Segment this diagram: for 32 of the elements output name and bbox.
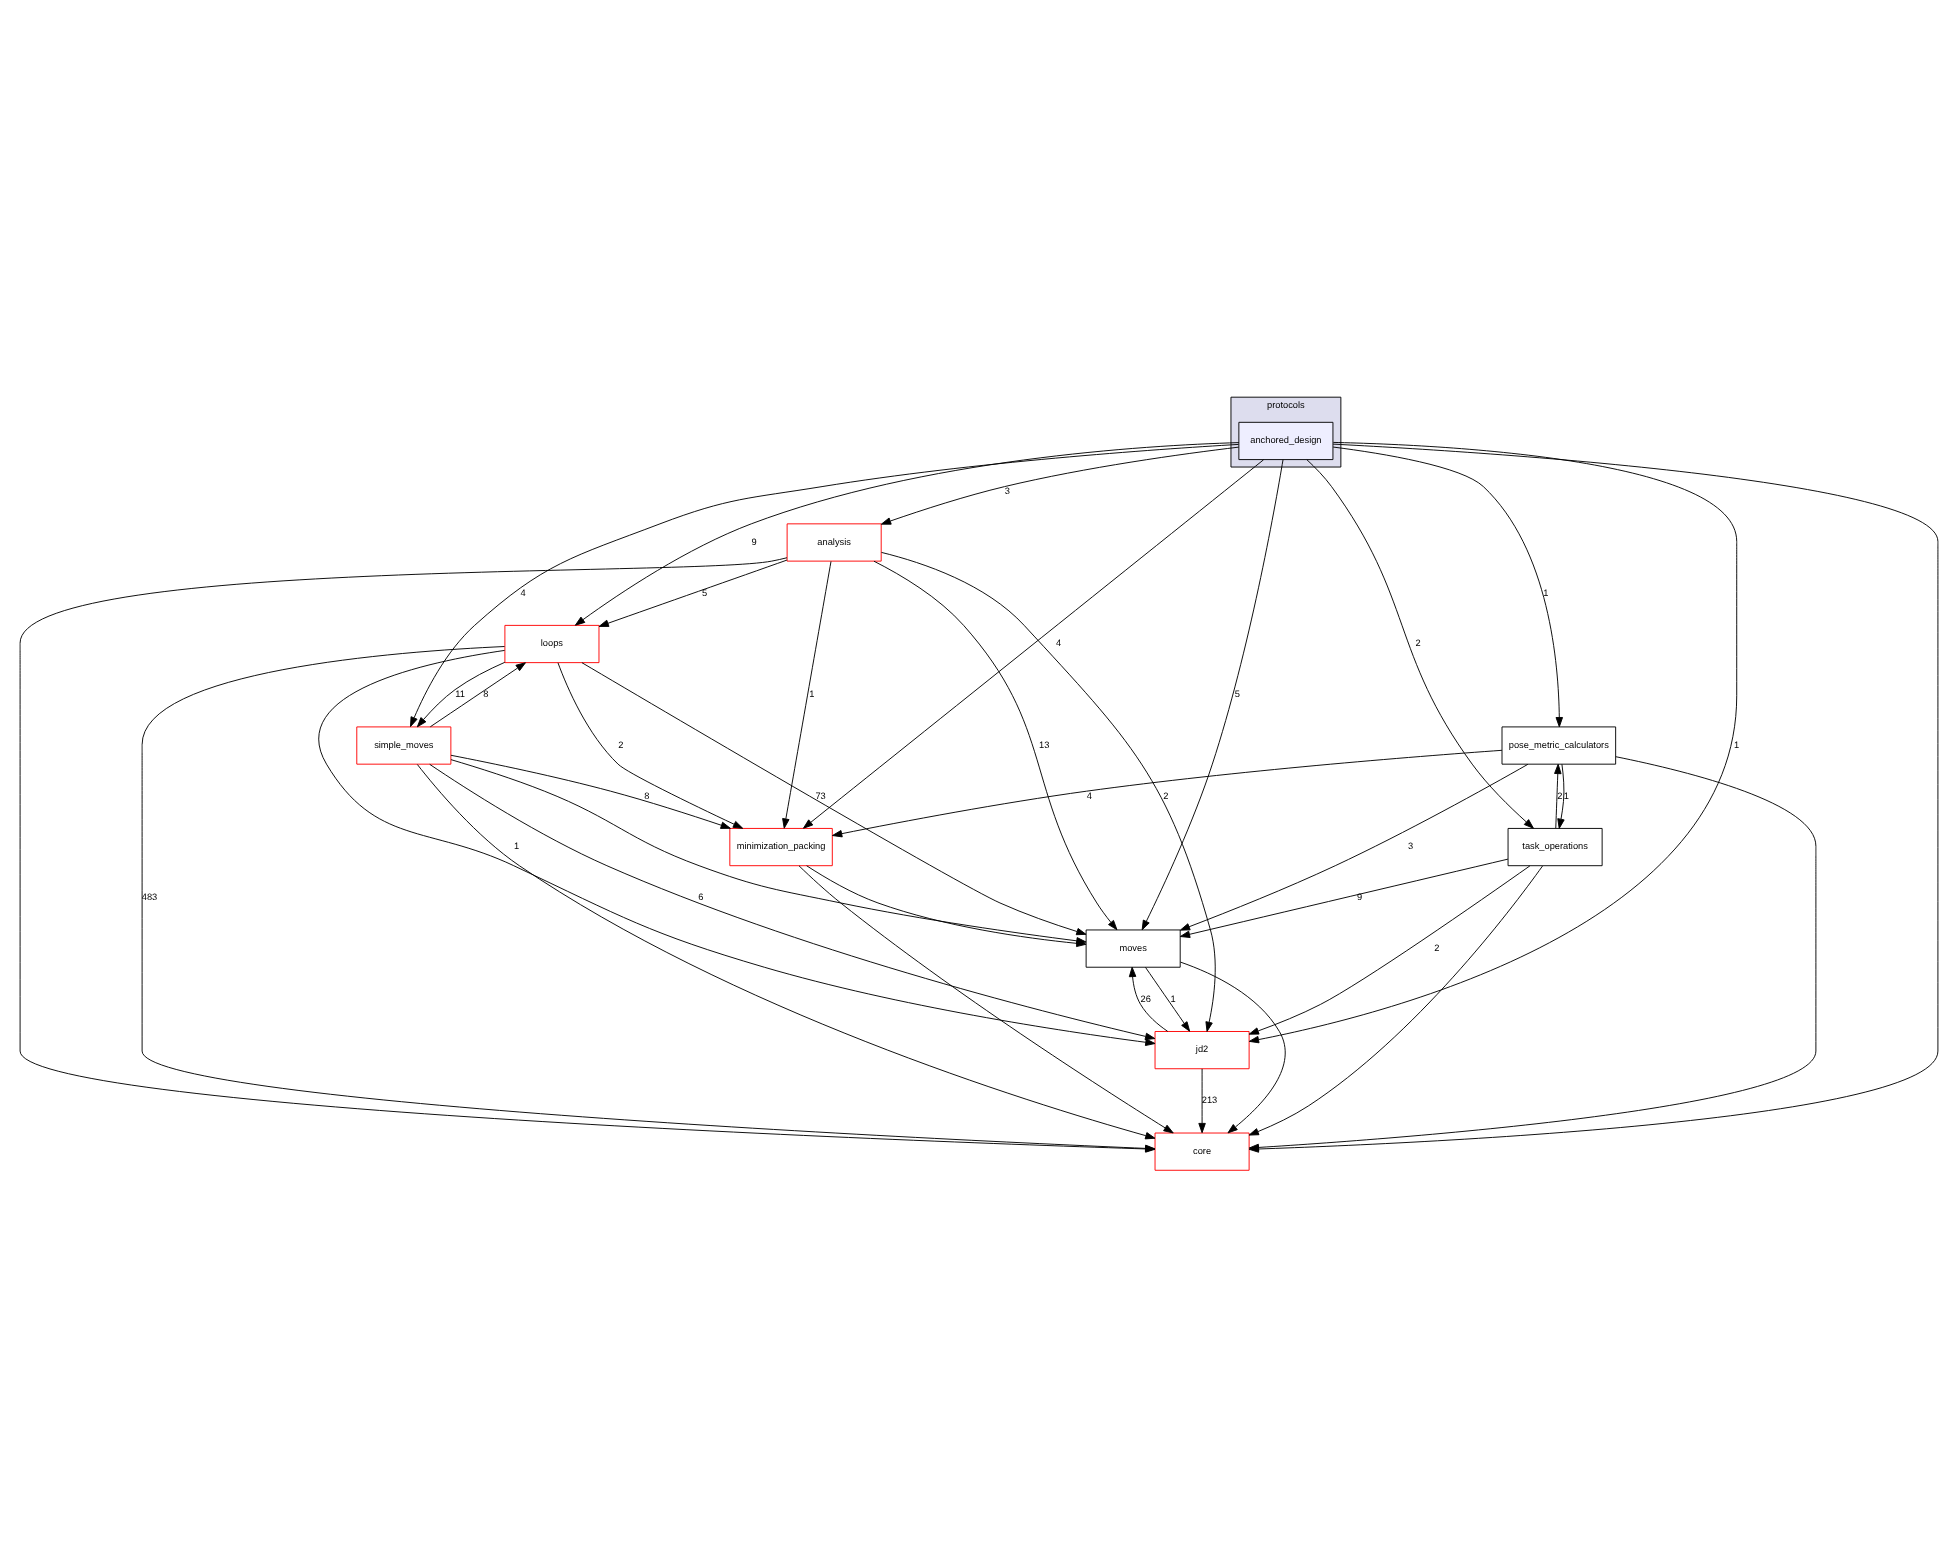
arrow [802, 459, 1265, 829]
arrow [410, 443, 1240, 727]
arrow [1554, 763, 1562, 829]
arrow [557, 662, 744, 829]
arrow [598, 559, 788, 627]
arrow [1180, 961, 1286, 1134]
arrow [1248, 865, 1543, 1136]
arrow [1248, 441, 1738, 1044]
arrow [1179, 763, 1529, 931]
arrow [1306, 459, 1534, 829]
arrow [1179, 858, 1509, 938]
arrow [574, 442, 1240, 626]
arrow [581, 662, 1087, 936]
arrow [416, 764, 1156, 1140]
arrow [429, 662, 526, 728]
arrow [881, 551, 1216, 1032]
arrow [416, 661, 506, 728]
arrow [1141, 459, 1284, 931]
arrow [429, 763, 1156, 1041]
arrow [1557, 763, 1565, 829]
arrow [832, 749, 1503, 838]
arrow [782, 561, 832, 829]
arrow [1145, 966, 1191, 1032]
arrow [1332, 446, 1564, 728]
arrow [873, 560, 1118, 931]
arrow [798, 865, 1174, 1134]
arrow [1128, 966, 1169, 1032]
arrow [1248, 865, 1531, 1035]
arrow [880, 446, 1240, 525]
arrow [1198, 1068, 1206, 1134]
arrow [319, 649, 1156, 1046]
arrow [450, 754, 731, 829]
